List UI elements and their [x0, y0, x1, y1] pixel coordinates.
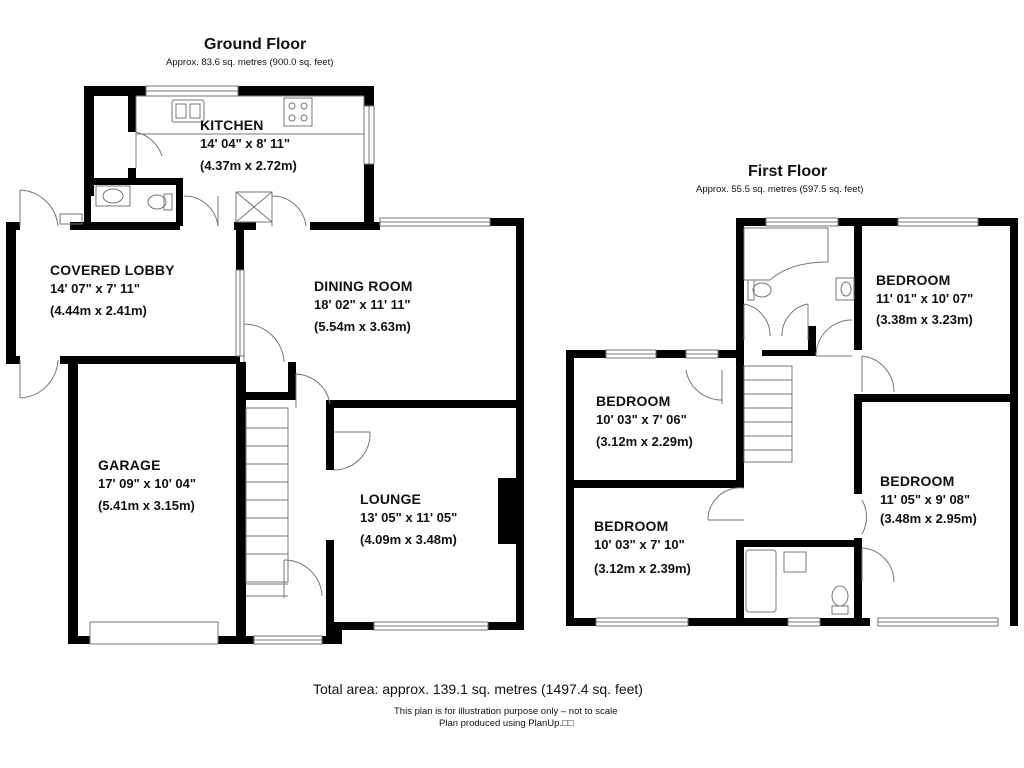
room-size-imperial: 17' 09" x 10' 04"	[98, 476, 197, 491]
room-name: BEDROOM	[876, 272, 951, 288]
room-name: BEDROOM	[596, 393, 671, 409]
room-name: GARAGE	[98, 457, 161, 473]
room-size-metric: (4.09m x 3.48m)	[360, 532, 457, 547]
ground-floor-walls	[6, 86, 524, 644]
room-size-metric: (5.41m x 3.15m)	[98, 498, 195, 513]
room-name: LOUNGE	[360, 491, 422, 507]
room-size-metric: (5.54m x 3.63m)	[314, 319, 411, 334]
room-name: COVERED LOBBY	[50, 262, 175, 278]
room-name: BEDROOM	[880, 473, 955, 489]
room-name: KITCHEN	[200, 117, 264, 133]
ground-floor-plan	[6, 85, 524, 645]
room-size-imperial: 10' 03" x 7' 06"	[596, 412, 687, 427]
room-size-imperial: 11' 01" x 10' 07"	[876, 291, 974, 306]
room-size-imperial: 14' 04" x 8' 11"	[200, 136, 291, 151]
room-size-imperial: 18' 02" x 11' 11"	[314, 297, 411, 312]
room-size-imperial: 10' 03" x 7' 10"	[594, 537, 685, 552]
first-floor-title: First Floor	[748, 163, 828, 180]
room-size-imperial: 14' 07" x 7' 11"	[50, 281, 141, 296]
first-floor-area: Approx. 55.5 sq. metres (597.5 sq. feet)	[696, 184, 864, 195]
ground-floor-area: Approx. 83.6 sq. metres (900.0 sq. feet)	[166, 57, 334, 68]
disclaimer-text: This plan is for illustration purpose on…	[394, 706, 618, 717]
ground-floor-title: Ground Floor	[204, 36, 307, 53]
room-name: DINING ROOM	[314, 278, 413, 294]
total-area: Total area: approx. 139.1 sq. metres (14…	[313, 681, 643, 697]
room-size-metric: (3.12m x 2.39m)	[594, 561, 691, 576]
ground-floor-fixtures	[19, 85, 491, 645]
room-size-imperial: 13' 05" x 11' 05"	[360, 510, 458, 525]
first-floor-plan	[566, 217, 1018, 627]
room-size-metric: (3.38m x 3.23m)	[876, 312, 973, 327]
room-name: BEDROOM	[594, 518, 669, 534]
first-floor-fixtures	[595, 217, 999, 627]
produced-by-text: Plan produced using PlanUp.□□	[439, 718, 574, 729]
room-size-metric: (3.12m x 2.29m)	[596, 434, 693, 449]
room-size-imperial: 11' 05" x 9' 08"	[880, 492, 971, 507]
room-size-metric: (4.44m x 2.41m)	[50, 303, 147, 318]
room-size-metric: (3.48m x 2.95m)	[880, 511, 977, 526]
room-size-metric: (4.37m x 2.72m)	[200, 158, 297, 173]
